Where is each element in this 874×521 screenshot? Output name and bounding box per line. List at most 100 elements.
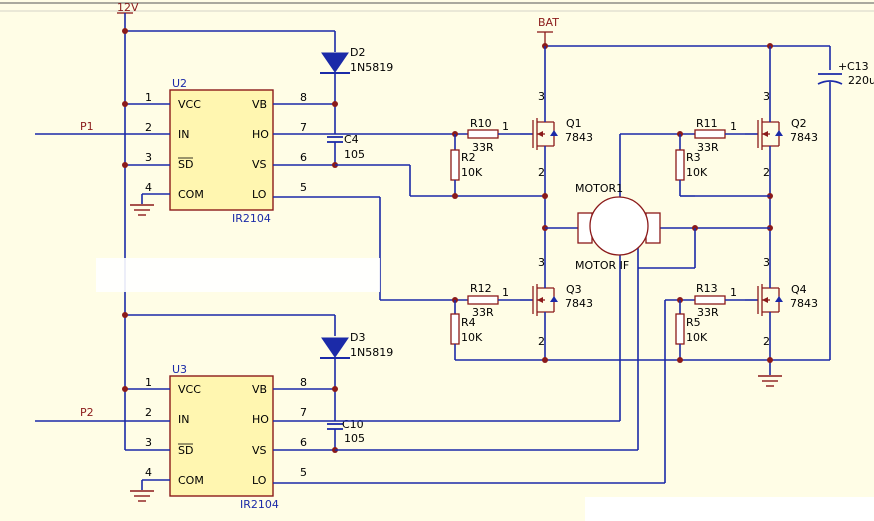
u2-num-vb: 8 xyxy=(300,91,307,104)
u3-pin-ho: HO xyxy=(252,413,269,426)
r4-value: 10K xyxy=(461,331,483,344)
c10-ref: C10 xyxy=(342,418,364,431)
q1-d: 3 xyxy=(538,90,545,103)
diode-d3: D3 1N5819 xyxy=(320,331,393,421)
net-p1-label: P1 xyxy=(80,120,94,133)
u3-pin-sd: SD xyxy=(178,444,193,457)
ground-icon xyxy=(758,375,782,387)
u3-num-vcc: 1 xyxy=(145,376,152,389)
resistor-r3: R3 10K xyxy=(675,134,708,197)
u2-part: IR2104 xyxy=(232,212,271,225)
u2-ref: U2 xyxy=(172,77,187,90)
r5-value: 10K xyxy=(686,331,708,344)
resistor-r13: R13 33R 1 xyxy=(677,282,745,319)
net-bat: BAT xyxy=(537,16,831,100)
motor-value: MOTOR IF xyxy=(575,259,629,272)
r13-pin: 1 xyxy=(730,286,737,299)
r2-ref: R2 xyxy=(461,151,476,164)
u3-ref: U3 xyxy=(172,363,187,376)
u2-num-vcc: 1 xyxy=(145,91,152,104)
q2-value: 7843 xyxy=(790,131,818,144)
mosfet-q2: 3 2 Q2 7843 xyxy=(745,90,818,196)
r3-value: 10K xyxy=(686,166,708,179)
d3-ref: D3 xyxy=(350,331,365,344)
net-p2-label: P2 xyxy=(80,406,94,419)
u2-pin-vb: VB xyxy=(252,98,267,111)
resistor-r5: R5 10K xyxy=(675,300,708,360)
q3-ref: Q3 xyxy=(566,283,582,296)
u2-pin-vcc: VCC xyxy=(178,98,201,111)
r13-value: 33R xyxy=(697,306,719,319)
u2-num-ho: 7 xyxy=(300,121,307,134)
q3-value: 7843 xyxy=(565,297,593,310)
resistor-r12: R12 33R 1 xyxy=(452,282,520,319)
u3-pin-lo: LO xyxy=(252,474,267,487)
q1-s: 2 xyxy=(538,166,545,179)
c13-value: 220u xyxy=(848,74,874,87)
u3-pin-in: IN xyxy=(178,413,189,426)
r5-ref: R5 xyxy=(686,316,701,329)
u3-num-in: 2 xyxy=(145,406,152,419)
u3-pin-com: COM xyxy=(178,474,204,487)
u3-num-ho: 7 xyxy=(300,406,307,419)
motor-m1: MOTOR1 MOTOR IF xyxy=(575,182,661,272)
q4-value: 7843 xyxy=(790,297,818,310)
q2-s: 2 xyxy=(763,166,770,179)
ic-u2: U2 IR2104 VCC IN SD COM VB HO VS LO 1 2 … xyxy=(122,77,380,225)
u3-pin-vcc: VCC xyxy=(178,383,201,396)
r12-ref: R12 xyxy=(470,282,492,295)
mosfet-q3: 3 2 Q3 7843 xyxy=(520,228,593,360)
ic-u3: U3 IR2104 VCC IN SD COM VB HO VS LO 1 2 … xyxy=(122,363,665,511)
u3-num-com: 4 xyxy=(145,466,152,479)
r2-value: 10K xyxy=(461,166,483,179)
net-bat-label: BAT xyxy=(538,16,559,29)
u3-num-vb: 8 xyxy=(300,376,307,389)
u3-num-lo: 5 xyxy=(300,466,307,479)
u3-part: IR2104 xyxy=(240,498,279,511)
q1-ref: Q1 xyxy=(566,117,582,130)
q2-d: 3 xyxy=(763,90,770,103)
r12-pin: 1 xyxy=(502,286,509,299)
q3-d: 3 xyxy=(538,256,545,269)
d2-value: 1N5819 xyxy=(350,61,393,74)
r10-value: 33R xyxy=(472,141,494,154)
resistor-r10: R10 33R 1 xyxy=(452,117,520,154)
u2-pin-sd: SD xyxy=(178,158,193,171)
net-12v-label: 12V xyxy=(117,1,139,14)
c10-value: 105 xyxy=(344,432,365,445)
u2-pin-vs: VS xyxy=(252,158,267,171)
r13-ref: R13 xyxy=(696,282,718,295)
resistor-r11: R11 33R 1 xyxy=(677,117,745,154)
q4-ref: Q4 xyxy=(791,283,807,296)
u2-num-com: 4 xyxy=(145,181,152,194)
r10-pin: 1 xyxy=(502,120,509,133)
u2-num-lo: 5 xyxy=(300,181,307,194)
c13-plus: + xyxy=(838,60,847,73)
capacitor-c10: C10 105 xyxy=(327,418,365,453)
u3-pin-vb: VB xyxy=(252,383,267,396)
net-p1: P1 xyxy=(35,120,170,135)
motor-ref: MOTOR1 xyxy=(575,182,623,195)
mosfet-q1: 3 2 Q1 7843 xyxy=(520,90,593,196)
u2-pin-com: COM xyxy=(178,188,204,201)
u3-pin-vs: VS xyxy=(252,444,267,457)
d2-ref: D2 xyxy=(350,46,365,59)
net-p2: P2 xyxy=(35,406,170,422)
u2-pin-in: IN xyxy=(178,128,189,141)
q1-value: 7843 xyxy=(565,131,593,144)
ground-icon xyxy=(130,204,154,216)
net-12v: 12V xyxy=(117,1,336,450)
mosfet-q4: 3 2 Q4 7843 xyxy=(745,228,818,375)
r11-pin: 1 xyxy=(730,120,737,133)
u2-num-vs: 6 xyxy=(300,151,307,164)
diode-d2: D2 1N5819 xyxy=(320,46,393,134)
ground-icon xyxy=(130,490,154,502)
r12-value: 33R xyxy=(472,306,494,319)
u3-num-vs: 6 xyxy=(300,436,307,449)
c4-ref: C4 xyxy=(344,133,359,146)
q4-d: 3 xyxy=(763,256,770,269)
resistor-r4: R4 10K xyxy=(450,300,483,360)
q4-s: 2 xyxy=(763,335,770,348)
r11-value: 33R xyxy=(697,141,719,154)
u3-num-sd: 3 xyxy=(145,436,152,449)
